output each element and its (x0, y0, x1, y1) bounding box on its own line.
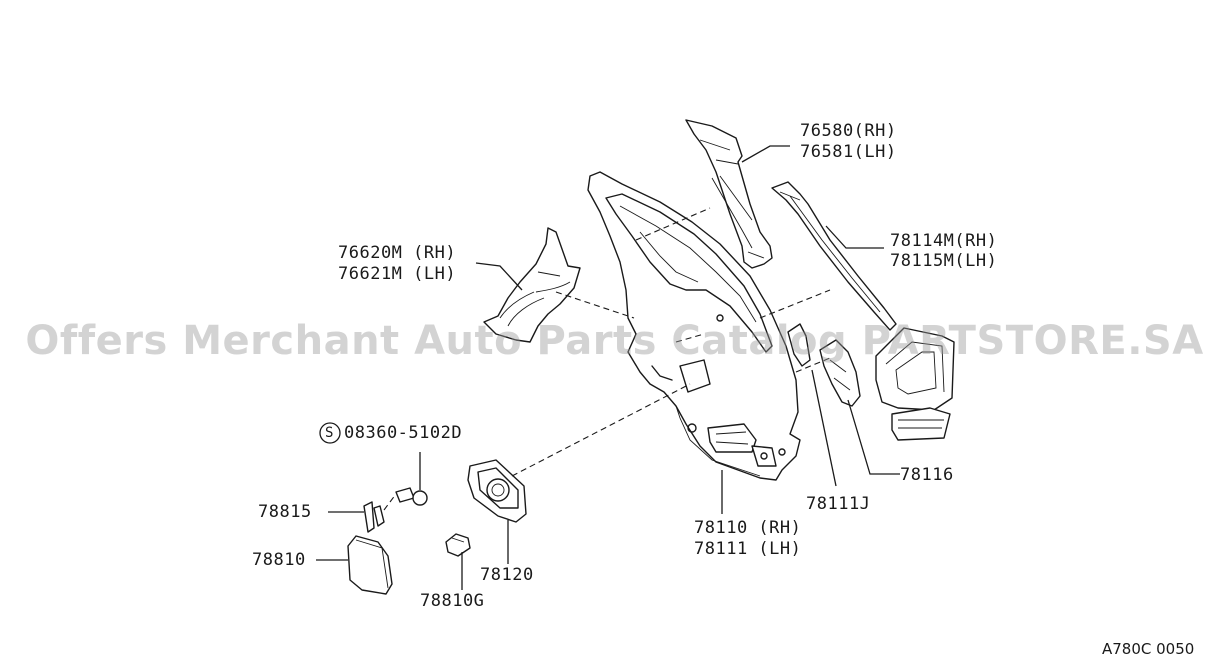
part-78116-bracket (819, 339, 861, 407)
part-76580-pillar (685, 119, 773, 269)
part-78114m-rail (771, 181, 897, 331)
label-76620m-rh: 76620M (RH) (338, 243, 457, 263)
label-78116: 78116 (900, 465, 954, 485)
label-76581-lh: 76581(LH) (800, 142, 897, 162)
watermark: Offers Merchant Auto Parts Catalog PARTS… (25, 318, 1204, 364)
part-78110-quarter-panel (587, 171, 801, 481)
label-76621m-lh: 76621M (LH) (338, 264, 457, 284)
label-78111j: 78111J (806, 494, 871, 514)
label-76580-rh: 76580(RH) (800, 121, 897, 141)
label-78810g: 78810G (420, 591, 485, 611)
label-78115m-lh: 78115M(LH) (890, 251, 998, 271)
part-76620m-housing (483, 227, 581, 343)
label-78810: 78810 (252, 550, 306, 570)
label-78815: 78815 (258, 502, 312, 522)
leader-lines (316, 145, 900, 590)
screw-symbol-icon (319, 422, 341, 444)
figure-code: A780C 0050 (1102, 640, 1195, 658)
part-78114m-box (875, 327, 955, 441)
part-08360-screw (395, 487, 428, 506)
part-78810-fuel-lid (347, 535, 393, 595)
screw-symbol-letter: S (325, 425, 334, 441)
label-78111-lh: 78111 (LH) (694, 539, 802, 559)
label-78120: 78120 (480, 565, 534, 585)
label-78114m-rh: 78114M(RH) (890, 231, 998, 251)
assembly-lines (383, 207, 831, 511)
part-78120-filler-base (467, 459, 527, 523)
part-78810g-bumper (445, 533, 471, 557)
part-78111j-bracket (787, 323, 811, 367)
label-78110-rh: 78110 (RH) (694, 518, 802, 538)
label-08360-5102d: 08360-5102D (344, 423, 463, 443)
part-78815-hinge (363, 501, 385, 533)
